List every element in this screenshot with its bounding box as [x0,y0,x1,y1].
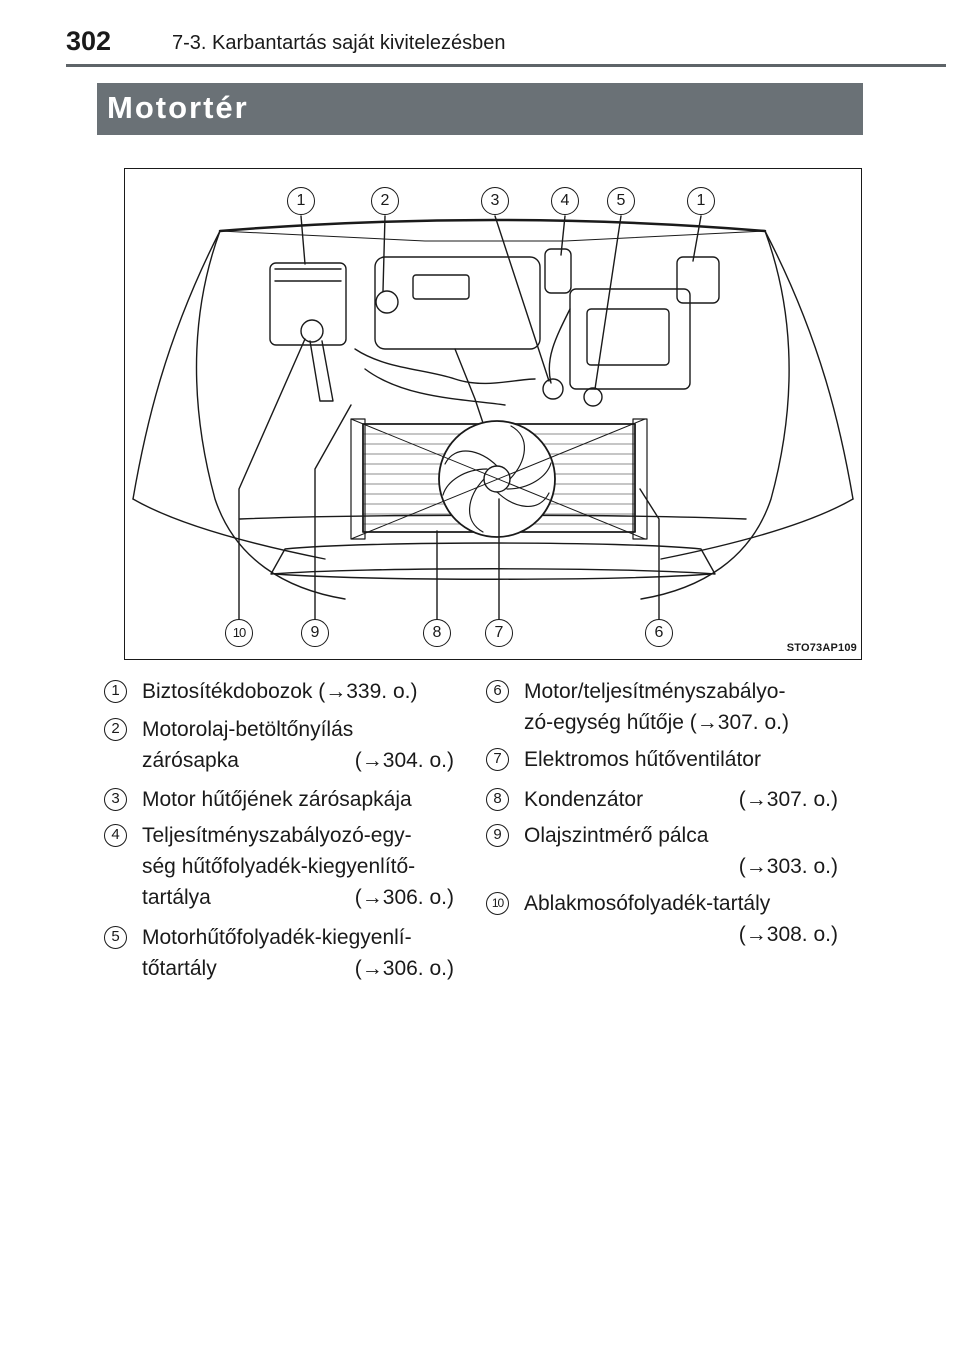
callout-radiator: 6 [645,619,673,647]
callout-dipstick: 9 [301,619,329,647]
legend-item-7: 7 Elektromos hűtőventilátor [486,744,838,778]
engine-cover [374,256,541,350]
legend-text-line: tőtartály (→306. o.) [142,953,454,984]
hood-edge [218,218,767,233]
legend-text-line: Olajszintmérő pálca [524,824,709,847]
legend-item-6: 6 Motor/teljesítményszabályo- zó-egység … [486,676,838,742]
legend-number-badge: 9 [486,824,509,847]
legend-page-ref: (→304. o.) [354,749,454,772]
legend-page-ref: (→308. o.) [738,923,838,946]
oil-filler-cap [375,290,399,314]
legend-item-3: 3 Motor hűtőjének zárósapkája [104,784,454,818]
front-bumper [270,542,716,575]
callout-condenser: 8 [423,619,451,647]
legend-text-line: Ablakmosófolyadék-tartály [524,892,771,915]
legend-text-line: ség hűtőfolyadék-kiegyenlítő- [142,855,416,878]
legend-text-line: zó-egység hűtője (→307. o.) [524,711,789,734]
legend-item-5: 5 Motorhűtőfolyadék-kiegyenlí- tőtartály… [104,922,454,988]
legend-number-badge: 3 [104,788,127,811]
section-title-bar: Motortér [97,83,863,135]
legend-page-ref: (→306. o.) [354,886,454,909]
legend-text-line: (→303. o.) [524,851,838,882]
legend-text-part: tőtartály [142,957,217,980]
legend-text-line: Motor/teljesítményszabályo- [524,680,786,703]
chapter-title: 7-3. Karbantartás saját kivitelezésben [172,32,506,54]
legend-item-9: 9 Olajszintmérő pálca (→303. o.) [486,820,838,886]
left-fender [195,230,346,600]
page-header: 302 7-3. Karbantartás saját kivitelezésb… [66,24,946,67]
inverter [569,288,691,390]
legend-item-10: 10 Ablakmosófolyadék-tartály (→308. o.) [486,888,838,954]
legend-page-ref: (→303. o.) [738,855,838,878]
battery-fuse-box [269,262,347,346]
callout-washer-tank: 10 [225,619,253,647]
legend-number-badge: 2 [104,718,127,741]
pcu-reservoir [544,248,572,294]
page-number: 302 [66,26,112,56]
legend-text-part: zárósapka [142,749,239,772]
legend-number-badge: 6 [486,680,509,703]
right-fuse-box [676,256,720,304]
legend-number-badge: 7 [486,748,509,771]
legend-number-badge: 5 [104,926,127,949]
callout-coolant-reservoir: 5 [607,187,635,215]
legend-page-ref: (→307. o.) [738,788,838,811]
legend-item-1: 1 Biztosítékdobozok (→339. o.) [104,676,454,710]
legend-text-line: Elektromos hűtőventilátor [524,748,761,771]
callout-cooling-fan: 7 [485,619,513,647]
legend-text-line: Motorhűtőfolyadék-kiegyenlí- [142,926,412,949]
legend-text-line: Teljesítményszabályozó-egy- [142,824,412,847]
legend-item-4: 4 Teljesítményszabályozó-egy- ség hűtőfo… [104,820,454,916]
legend-text-line: zárósapka (→304. o.) [142,745,454,776]
legend-page-ref: (→306. o.) [354,957,454,980]
section-title: Motortér [107,90,249,125]
legend-number-badge: 4 [104,824,127,847]
legend-text-line: (→308. o.) [524,919,838,950]
engine-bay-figure: 1 2 3 4 5 1 10 9 8 7 6 STO73AP109 [124,168,862,660]
engine-coolant-reservoir [583,387,603,407]
legend-text-line: Motorolaj-betöltőnyílás [142,718,354,741]
callout-fuse-box-right: 1 [687,187,715,215]
legend-text-line: tartálya (→306. o.) [142,882,454,913]
radiator-cap [542,378,564,400]
legend-number-badge: 10 [486,892,509,915]
legend-text-part: tartálya [142,886,211,909]
callout-oil-filler: 2 [371,187,399,215]
legend-text-part: Kondenzátor [524,788,644,811]
legend-text-line: Biztosítékdobozok (→339. o.) [142,680,418,703]
legend-text-line: Motor hűtőjének zárósapkája [142,788,412,811]
callout-fuse-box-left: 1 [287,187,315,215]
header-rule [66,64,946,67]
legend-item-2: 2 Motorolaj-betöltőnyílás zárósapka (→30… [104,714,454,780]
engine-bay-illustration [132,215,854,622]
callout-pcu-reservoir: 4 [551,187,579,215]
right-fender [640,230,790,600]
legend-number-badge: 8 [486,788,509,811]
callout-radiator-cap: 3 [481,187,509,215]
legend-number-badge: 1 [104,680,127,703]
legend-text-line: Kondenzátor (→307. o.) [524,784,838,815]
washer-tank-cap [300,319,324,343]
figure-code: STO73AP109 [786,642,857,654]
legend-item-8: 8 Kondenzátor (→307. o.) [486,784,838,818]
